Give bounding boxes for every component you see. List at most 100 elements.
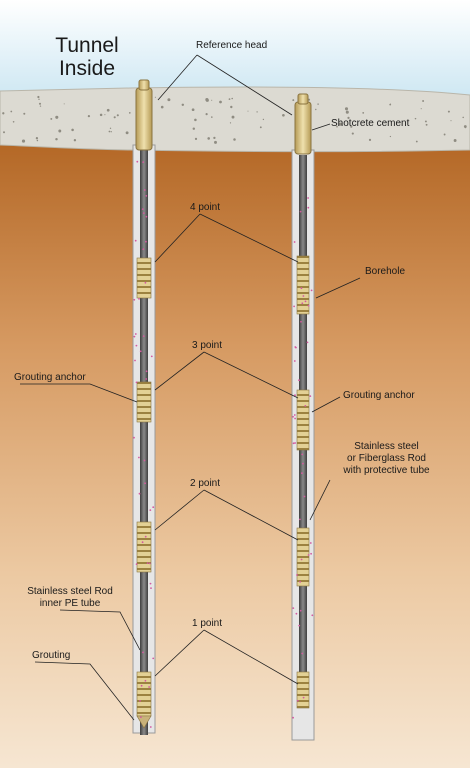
grout-dot [302, 696, 305, 699]
shotcrete-speckle [37, 95, 40, 99]
grout-dot [293, 414, 296, 416]
shotcrete-speckle [450, 120, 452, 122]
grout-dot [149, 726, 152, 728]
shotcrete-speckle [116, 114, 119, 117]
shotcrete-speckle [191, 108, 195, 112]
grout-dot [145, 195, 148, 197]
grout-dot [140, 716, 142, 718]
shotcrete-speckle [389, 135, 392, 138]
grout-dot [144, 679, 147, 682]
grout-dot [301, 302, 304, 305]
shotcrete-speckle [414, 117, 417, 120]
shotcrete-speckle [230, 105, 233, 109]
shotcrete-speckle [415, 140, 418, 143]
shotcrete-speckle [231, 115, 235, 119]
title-inside: Inside [58, 57, 116, 80]
grout-dot [145, 378, 148, 380]
shotcrete-speckle [167, 98, 171, 102]
shotcrete-speckle [219, 100, 222, 104]
grout-dot [307, 554, 310, 556]
grout-dot [133, 335, 136, 338]
grout-dot [307, 197, 309, 199]
shotcrete-speckle [113, 116, 116, 119]
grout-dot [306, 341, 309, 344]
grout-dot [150, 587, 152, 589]
label-stainless-fiberglass-rod: Stainless steel or Fiberglass Rod with p… [343, 441, 430, 476]
grout-dot [149, 509, 152, 511]
shotcrete-speckle [336, 125, 338, 128]
grout-dot [148, 562, 151, 565]
grout-dot [299, 580, 301, 583]
grout-dot [141, 208, 144, 211]
grout-dot [298, 379, 300, 382]
shotcrete-speckle [23, 112, 26, 115]
shotcrete-speckle [256, 111, 258, 113]
grout-dot [142, 212, 145, 215]
grout-dot [299, 609, 302, 612]
grout-dot [134, 333, 137, 335]
grout-dot [299, 210, 302, 213]
grout-dot [144, 281, 147, 284]
leader-lines [20, 54, 361, 721]
shotcrete-speckle [462, 116, 464, 119]
shotcrete-speckle [12, 120, 15, 123]
shotcrete-speckle [108, 130, 111, 133]
shotcrete-speckles [2, 95, 467, 144]
grout-dot [140, 684, 143, 687]
grout-dot [300, 320, 302, 323]
grout-dot [309, 395, 312, 397]
shotcrete-speckle [344, 107, 349, 111]
label-grouting-anchor-left: Grouting anchor [14, 372, 86, 383]
grout-dot [138, 456, 140, 459]
grout-dot [292, 415, 294, 418]
shotcrete-speckle [38, 102, 42, 105]
grout-dot [299, 518, 301, 521]
grout-dot [301, 472, 303, 475]
grout-dot [304, 300, 307, 303]
grout-dot [148, 686, 151, 688]
shotcrete-speckle [110, 131, 112, 133]
grout-dot [302, 295, 305, 297]
shotcrete-speckle [453, 139, 457, 142]
shotcrete-speckle [368, 138, 372, 141]
shotcrete-speckle [231, 97, 234, 100]
shotcrete-speckle [181, 103, 185, 107]
grout-dot [298, 624, 301, 627]
label-reference-head: Reference head [196, 40, 268, 51]
shotcrete-speckle [58, 129, 62, 133]
grout-dot [136, 160, 139, 163]
grout-dot [146, 562, 149, 564]
grout-dot [145, 240, 147, 243]
shotcrete-speckle [160, 105, 164, 109]
shotcrete-speckle [21, 139, 26, 143]
label-grouting: Grouting [32, 650, 71, 661]
grout-dot [135, 344, 138, 347]
grout-dot [135, 381, 138, 384]
grout-dot [292, 607, 295, 609]
grout-dot [144, 535, 147, 538]
label-point-4: 4 point [190, 202, 221, 213]
grout-dot [307, 304, 310, 307]
shotcrete-speckle [194, 137, 198, 141]
grout-dot [138, 298, 140, 300]
shotcrete-speckle [10, 110, 13, 113]
grout-dot [294, 394, 296, 397]
label-point-3: 3 point [192, 340, 223, 351]
shotcrete-speckle [55, 137, 58, 141]
label-borehole: Borehole [365, 266, 406, 277]
shotcrete-speckle [315, 108, 317, 111]
shotcrete-speckle [211, 99, 213, 101]
shotcrete-speckle [50, 117, 53, 120]
grout-dot [292, 716, 294, 719]
grout-dot [143, 459, 146, 462]
left-borehole [132, 79, 156, 735]
shotcrete-speckle [211, 116, 213, 118]
grout-dot [143, 189, 146, 191]
grout-dot [152, 506, 155, 509]
shotcrete-speckle [128, 112, 131, 114]
grout-dot [311, 614, 314, 617]
grout-dot [310, 289, 313, 292]
label-stainless-pe-tube: Stainless steel Rod inner PE tube [27, 586, 113, 609]
grout-dot [145, 215, 148, 218]
shotcrete-speckle [425, 123, 428, 126]
